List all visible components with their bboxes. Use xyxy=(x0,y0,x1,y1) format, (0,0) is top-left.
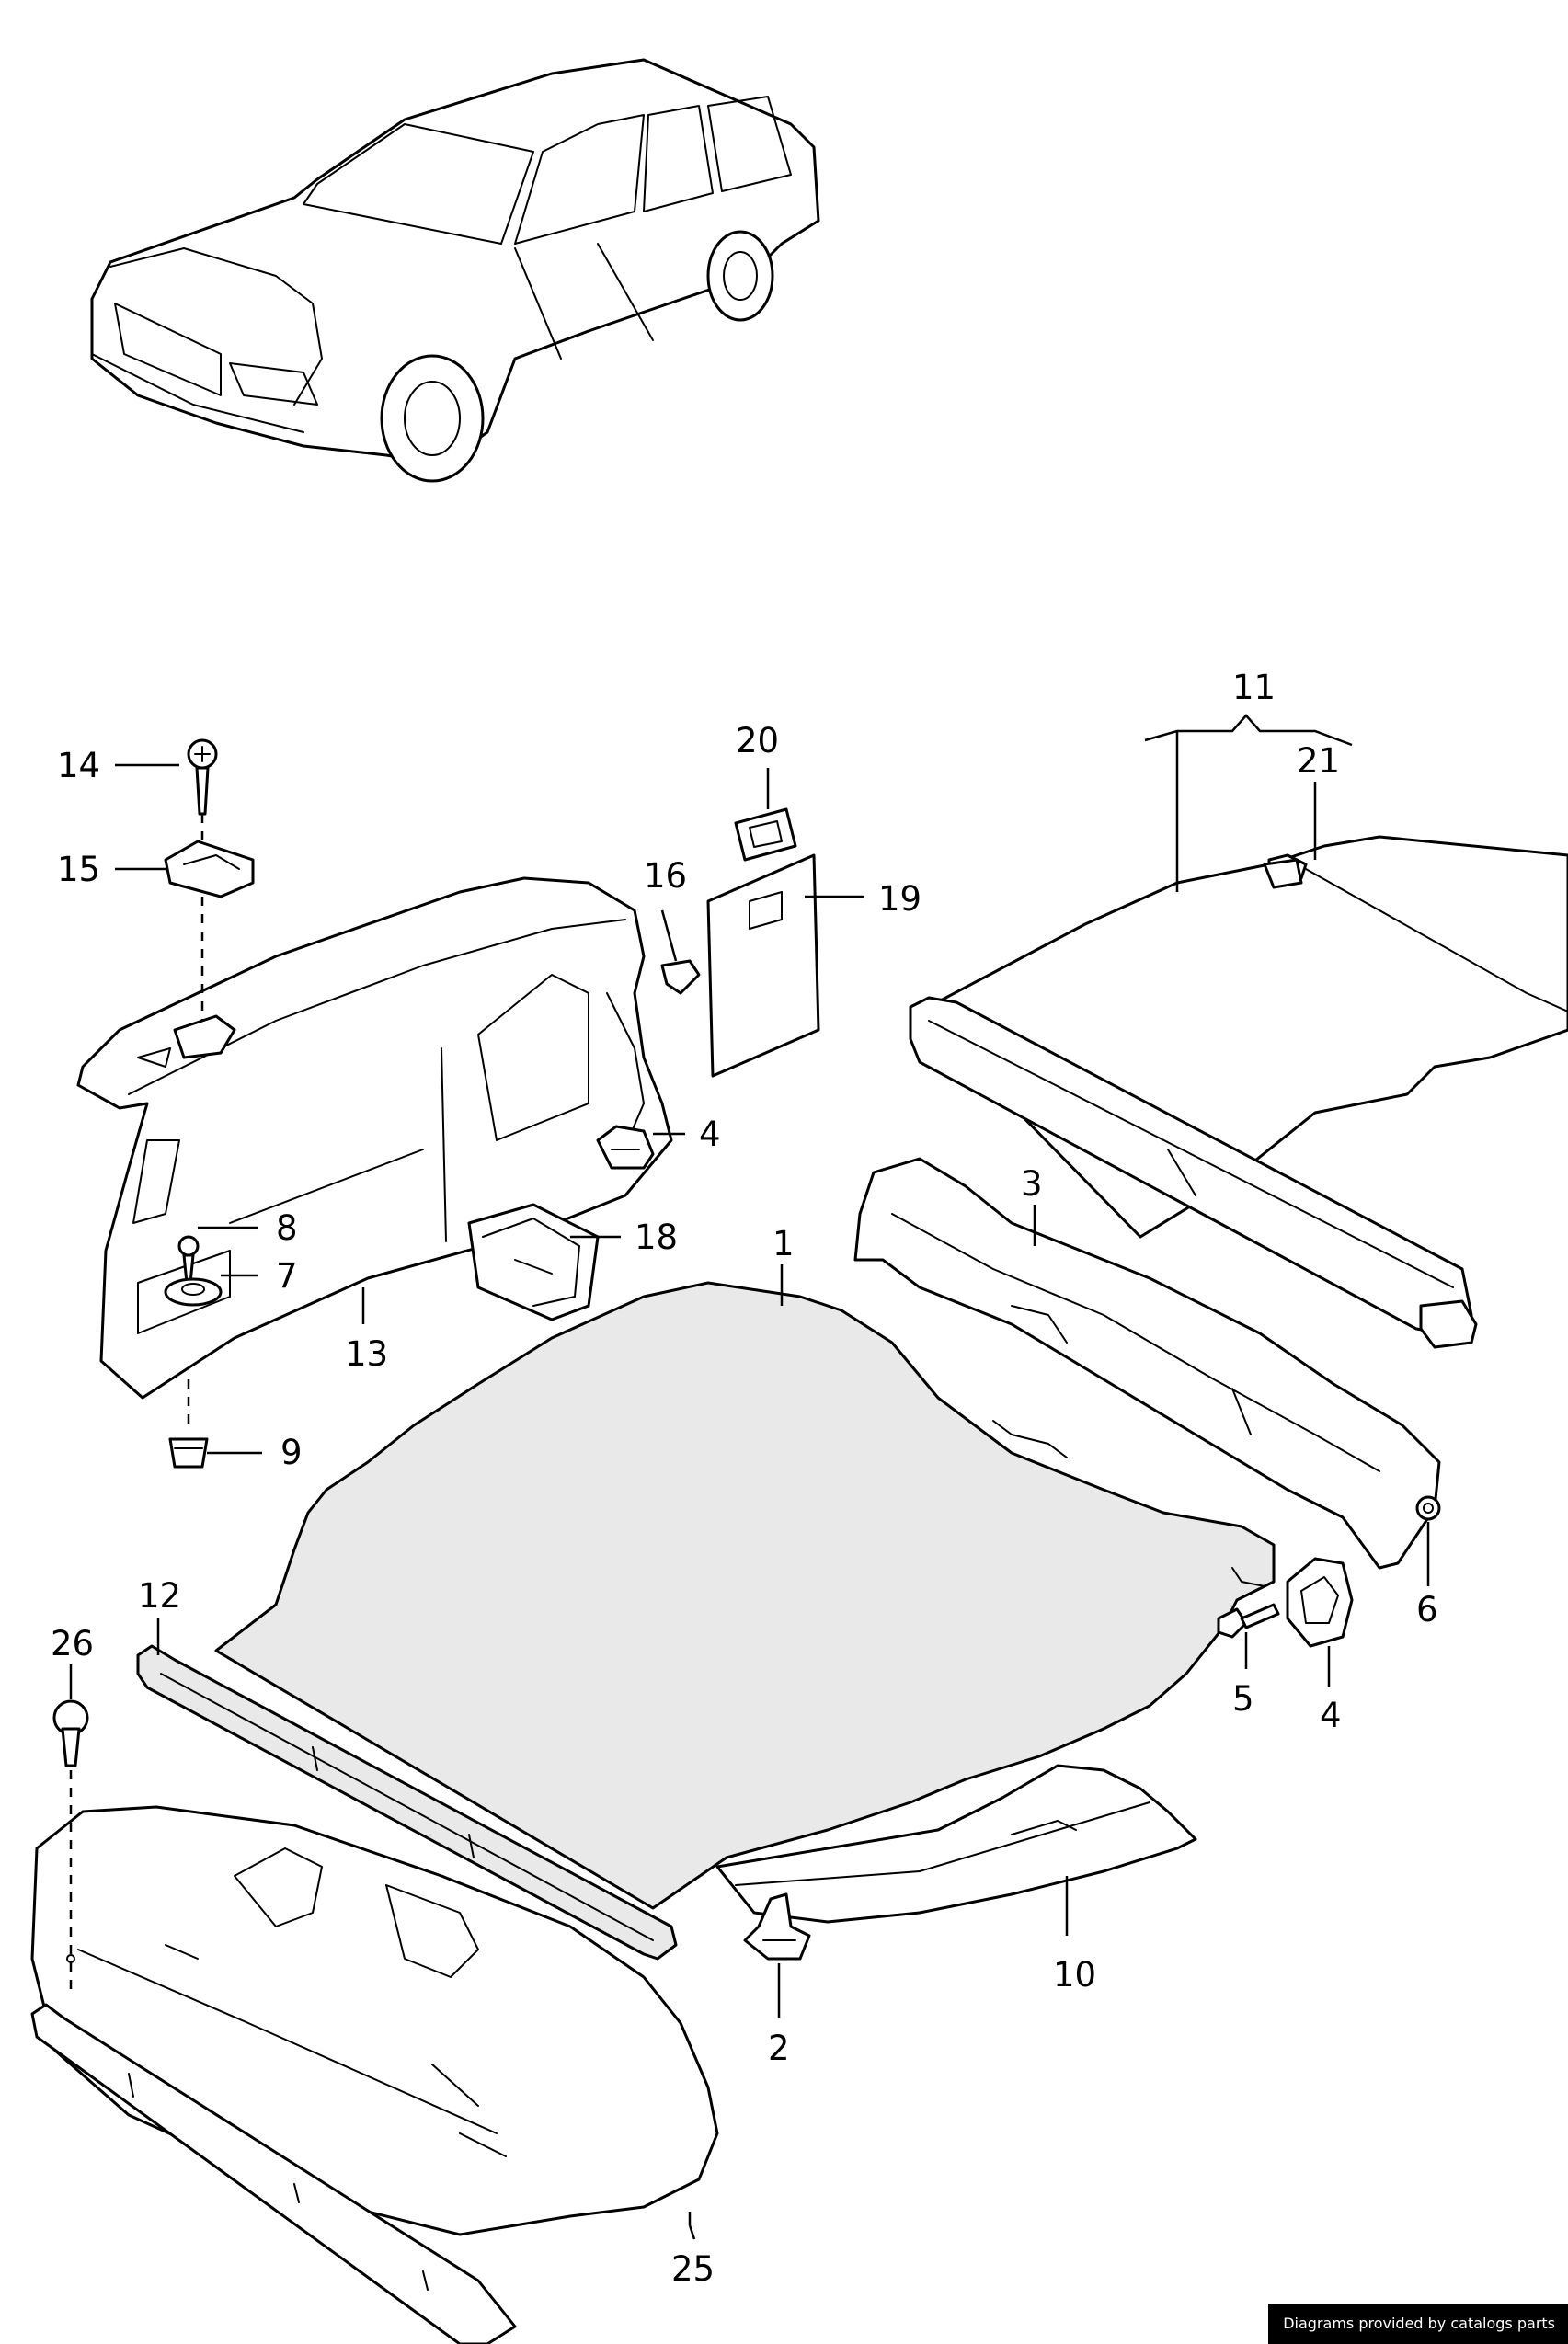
leader-lines xyxy=(69,714,1430,2240)
luggage-cover xyxy=(909,835,1568,1349)
callout-18: 18 xyxy=(635,1218,678,1257)
callout-7: 7 xyxy=(276,1256,298,1296)
rear-cross-trim xyxy=(853,1157,1441,1570)
floor-panel xyxy=(30,1805,719,2344)
callout-10: 10 xyxy=(1053,1955,1096,1995)
callout-14: 14 xyxy=(57,746,100,785)
callout-2: 2 xyxy=(768,2029,790,2068)
callout-13: 13 xyxy=(345,1334,388,1374)
callout-4-upper: 4 xyxy=(699,1115,721,1154)
callout-26: 26 xyxy=(51,1624,94,1664)
sill-trim xyxy=(136,1644,678,1961)
floor-covering xyxy=(214,1281,1276,1910)
callout-1: 1 xyxy=(773,1224,795,1263)
vehicle-illustration xyxy=(90,58,820,483)
diagram-credit: Diagrams provided by catalogs parts xyxy=(1268,2304,1568,2344)
callout-21: 21 xyxy=(1297,741,1340,781)
callout-9: 9 xyxy=(280,1433,303,1472)
callout-15: 15 xyxy=(57,850,100,889)
callout-20: 20 xyxy=(736,721,779,760)
callout-19: 19 xyxy=(878,879,921,919)
callout-3: 3 xyxy=(1021,1164,1043,1204)
side-trim-panel xyxy=(76,876,673,1400)
hardware-parts xyxy=(52,738,1441,1995)
callout-5: 5 xyxy=(1232,1679,1254,1719)
callout-labels: 14 15 16 20 19 11 21 4 3 1 8 18 7 13 9 6… xyxy=(51,668,1438,2289)
callout-25: 25 xyxy=(671,2249,715,2289)
callout-12: 12 xyxy=(138,1576,181,1616)
callout-16: 16 xyxy=(644,856,687,896)
callout-6: 6 xyxy=(1416,1590,1438,1629)
callout-4-lower: 4 xyxy=(1320,1696,1342,1735)
rear-sill-panel xyxy=(715,1764,1197,1924)
callout-8: 8 xyxy=(276,1208,298,1248)
callout-11: 11 xyxy=(1232,668,1276,707)
